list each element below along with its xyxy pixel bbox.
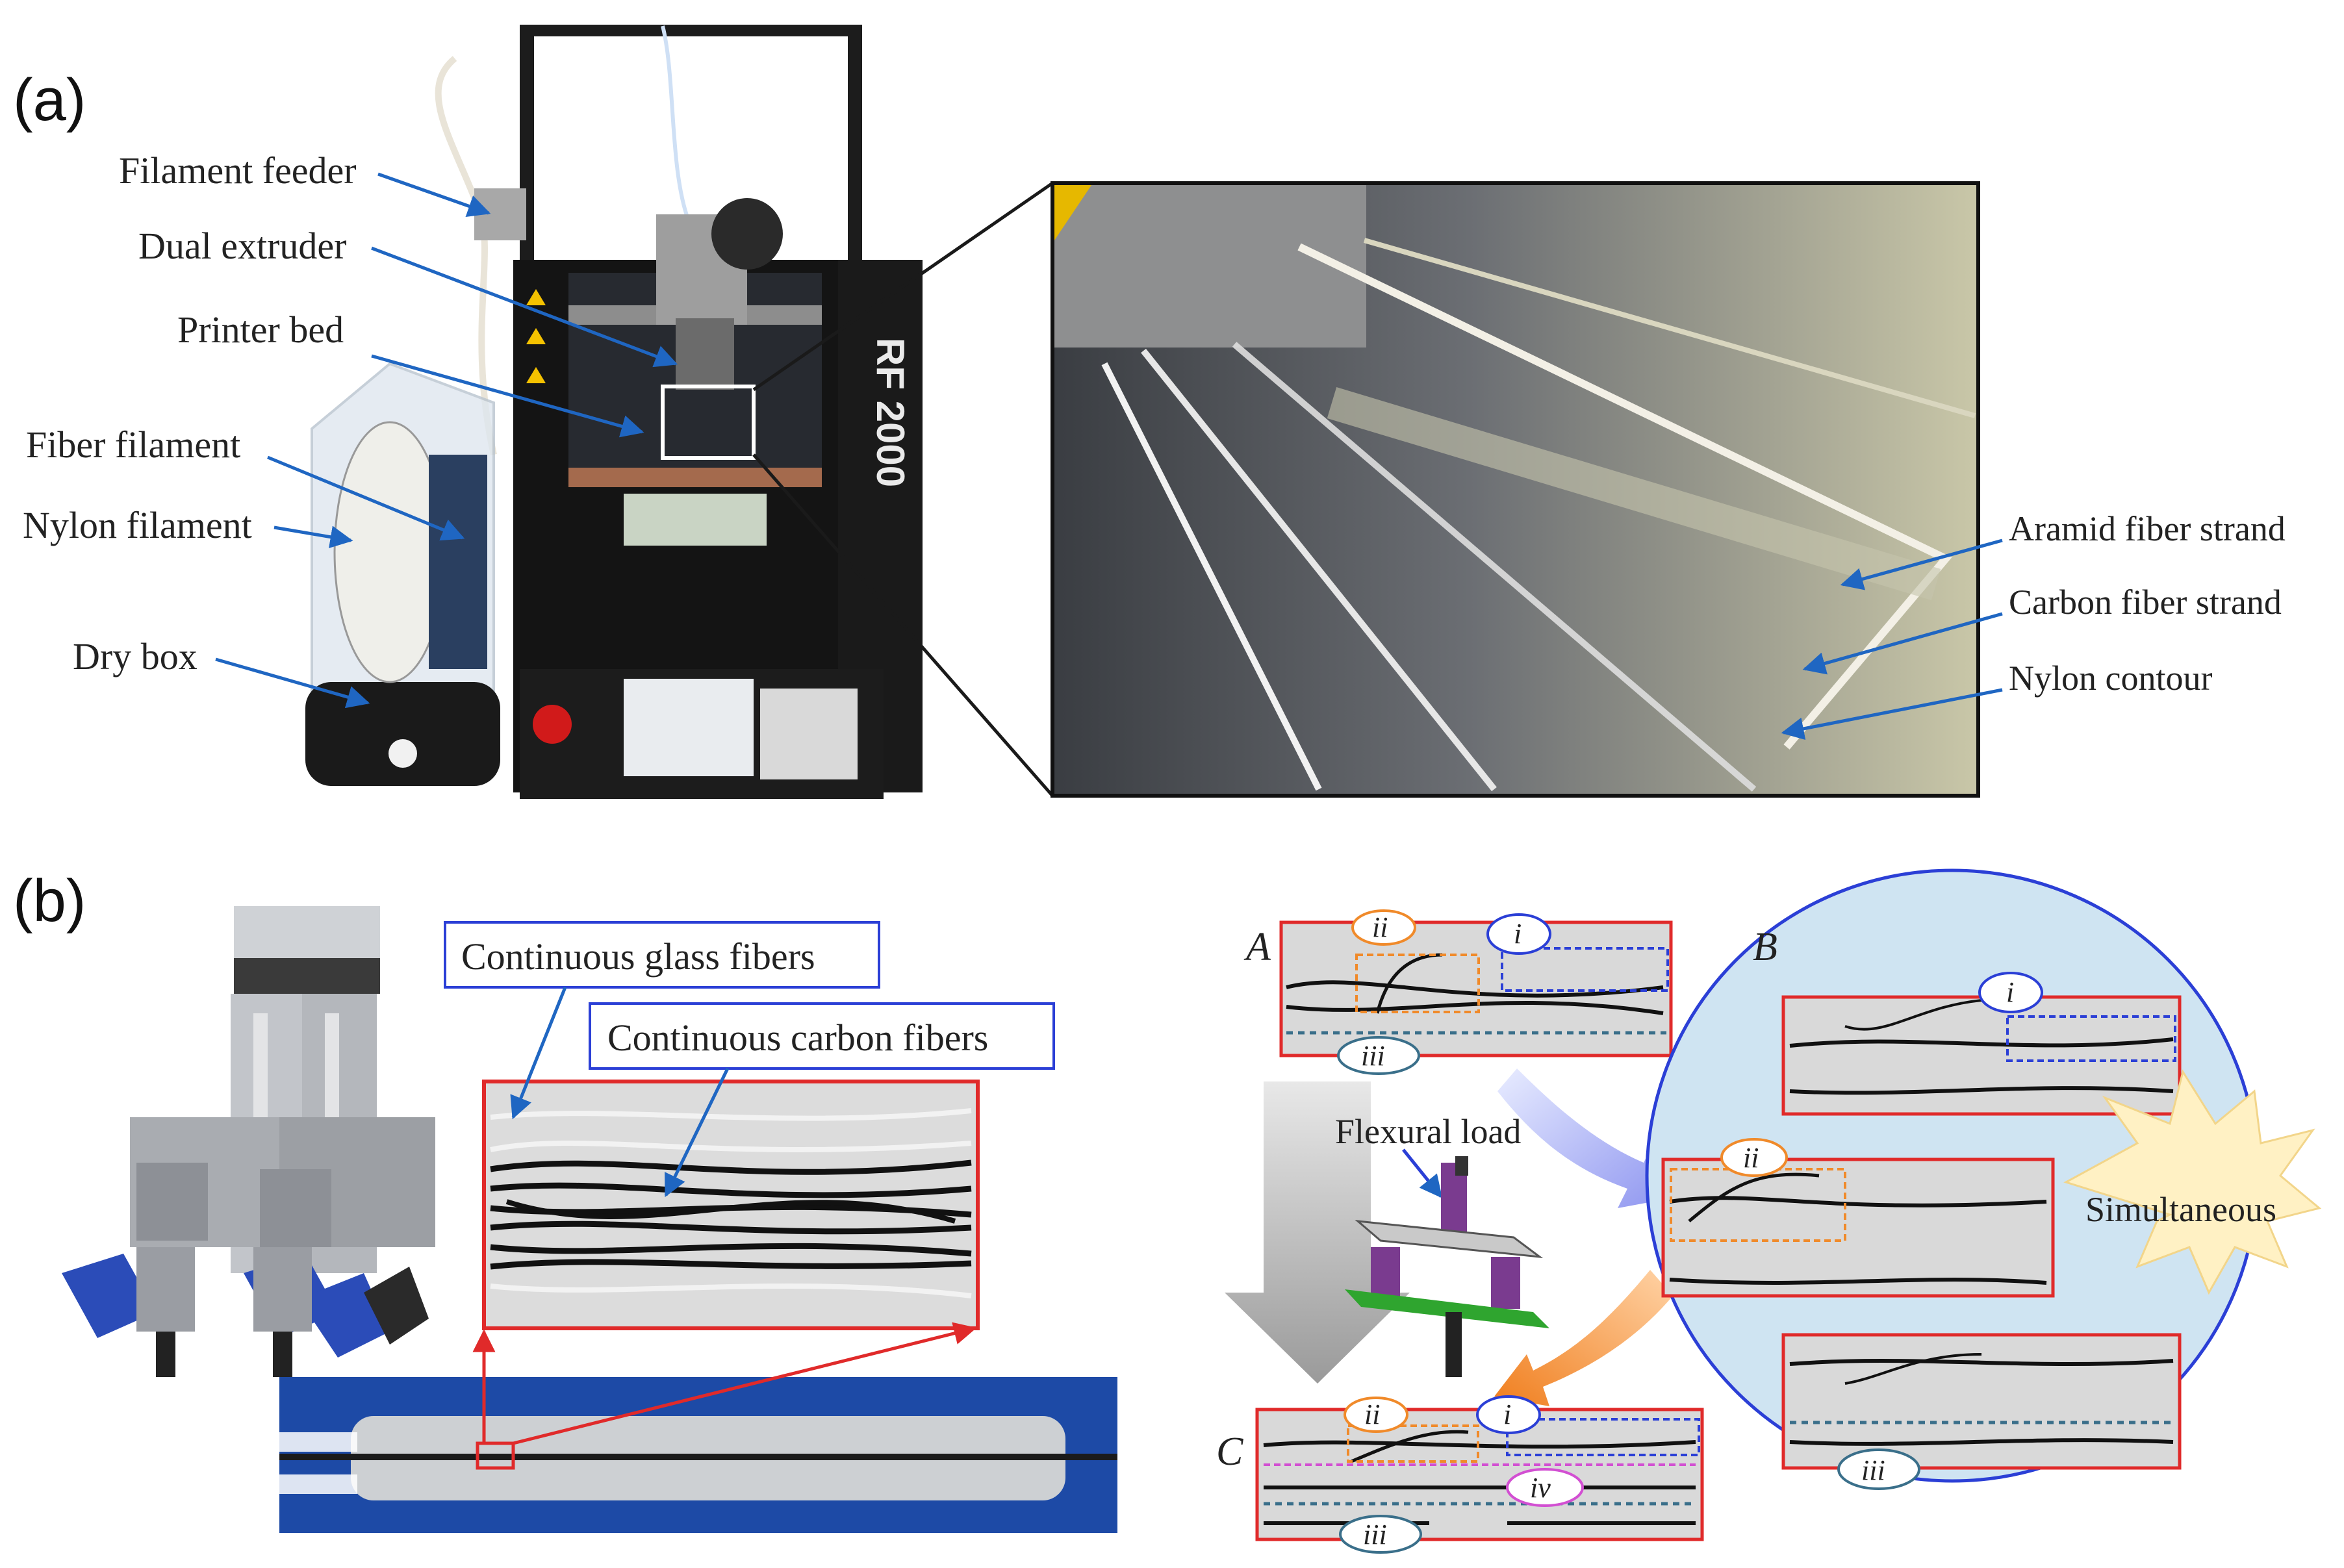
label-filament-feeder: Filament feeder (119, 149, 357, 192)
printer-model-text: RF 2000 (869, 338, 912, 487)
panel-b-letter: (b) (13, 868, 86, 934)
stage-b-letter: B (1753, 925, 1777, 969)
stage-a-iii: iii (1361, 1040, 1385, 1072)
label-glass-fibers: Continuous glass fibers (461, 935, 815, 978)
stage-b-iii: iii (1861, 1454, 1885, 1486)
printer-photo: RF 2000 (305, 25, 923, 799)
stage-c-iii: iii (1363, 1519, 1387, 1550)
stage-c-letter: C (1216, 1430, 1243, 1474)
stage-c-i: i (1503, 1398, 1511, 1430)
zoom-arrow-right (513, 1322, 977, 1445)
zoom-line-top (752, 181, 1054, 392)
label-aramid: Aramid fiber strand (2009, 509, 2286, 548)
zoom-callouts: Aramid fiber strand Carbon fiber strand … (1781, 509, 2286, 740)
zoomed-photo (1051, 181, 1980, 798)
extruder-render (62, 906, 435, 1377)
stage-a-ii: ii (1372, 911, 1388, 943)
label-nylon-filament: Nylon filament (23, 504, 252, 546)
stage-a-letter: A (1243, 925, 1271, 969)
stage-c-iv: iv (1530, 1472, 1551, 1504)
printer-callouts: Filament feeder Dual extruder Printer be… (23, 149, 678, 709)
label-carbon-strand: Carbon fiber strand (2009, 583, 2282, 622)
mechanism-schematic: A ii i iii Flexural load B (1216, 868, 2322, 1554)
panel-a-letter: (a) (13, 67, 86, 133)
label-fiber-filament: Fiber filament (26, 424, 240, 466)
fiber-labels: Continuous glass fibers Continuous carbo… (444, 921, 1055, 1198)
stage-b-i: i (2006, 976, 2014, 1008)
label-carbon-fibers: Continuous carbon fibers (607, 1017, 988, 1059)
stage-c-ii: ii (1364, 1398, 1380, 1430)
label-dry-box: Dry box (73, 635, 197, 677)
label-dual-extruder: Dual extruder (138, 225, 346, 267)
label-printer-bed: Printer bed (177, 309, 344, 351)
specimen-photo (279, 1377, 1117, 1533)
label-simultaneous: Simultaneous (2085, 1190, 2276, 1229)
label-nylon-contour: Nylon contour (2009, 659, 2212, 698)
stage-a-i: i (1514, 918, 1522, 950)
stage-b-ii: ii (1743, 1142, 1759, 1174)
fiber-zoom-box (482, 1080, 980, 1330)
zoom-line-bottom (752, 453, 1054, 797)
label-flexural-load: Flexural load (1335, 1112, 1521, 1151)
